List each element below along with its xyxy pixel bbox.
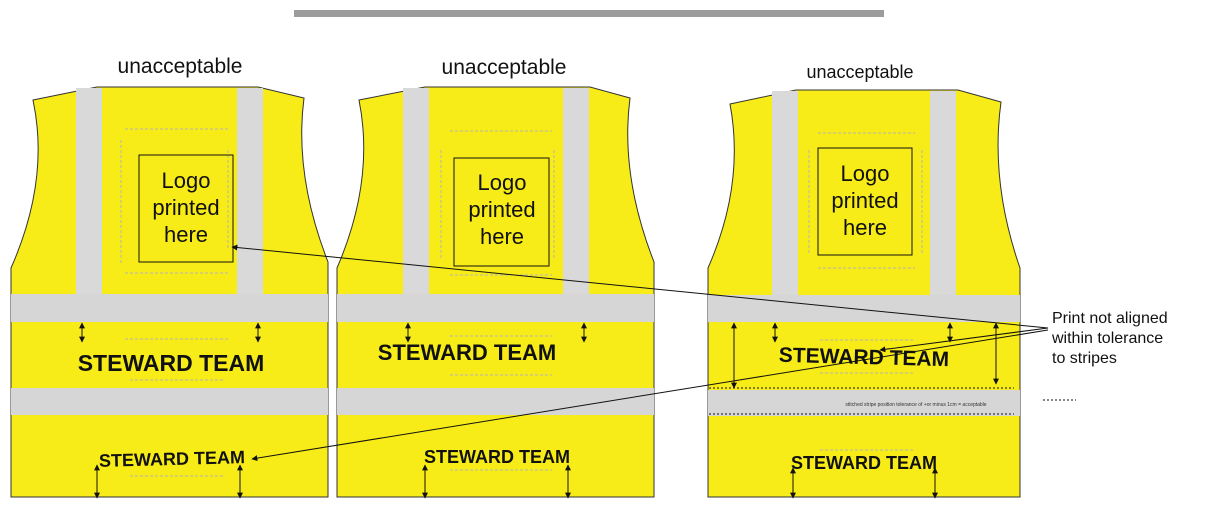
callout-line-1: Print not aligned [1052, 310, 1168, 327]
vest-2-upper-horizontal-stripe [337, 294, 654, 322]
callout-line-3: to stripes [1052, 350, 1117, 367]
vest-3-left-vertical-stripe [772, 91, 798, 296]
vest-1-chest-print: STEWARD TEAM [78, 350, 265, 376]
top-divider-bar [294, 10, 884, 17]
vest-1: Logo printed here STEWARD TEAM STEWARD T… [10, 86, 329, 499]
vest-1-body [10, 86, 329, 498]
vest-3-bottom-print: STEWARD TEAM [791, 453, 937, 473]
vest-3-title: unacceptable [806, 62, 914, 82]
vest-3-measure-arrows [731, 322, 999, 499]
misalignment-callout: Print not aligned within tolerance to st… [1052, 309, 1217, 369]
vest-3-right-vertical-stripe [930, 91, 956, 296]
vest-1-left-vertical-stripe [76, 88, 102, 295]
vest-3-lower-horizontal-stripe [708, 390, 1020, 416]
vest-1-logo-line-3: here [164, 222, 208, 247]
vest-1-upper-horizontal-stripe [11, 294, 328, 322]
vest-1-lower-horizontal-stripe [11, 388, 328, 415]
vest-2: Logo printed here STEWARD TEAM STEWARD T… [336, 86, 655, 499]
vest-2-bottom-print: STEWARD TEAM [424, 447, 570, 467]
vest-2-chest-print: STEWARD TEAM [378, 340, 556, 365]
vest-2-right-vertical-stripe [563, 88, 589, 295]
vest-2-lower-horizontal-stripe [337, 388, 654, 415]
vest-3-logo-line-2: printed [831, 188, 898, 213]
vest-2-logo-line-2: printed [468, 197, 535, 222]
vest-2-body [336, 86, 655, 498]
vest-3-tolerance-note: stitched stripe position tolerance of +o… [845, 402, 986, 408]
vest-3-chest-print: STEWARD TEAM [779, 344, 950, 371]
vest-2-left-vertical-stripe [403, 88, 429, 295]
vest-2-measure-arrows [405, 322, 587, 499]
vest-3-body [707, 89, 1021, 498]
vest-2-title: unacceptable [441, 56, 567, 79]
vest-1-bottom-print: STEWARD TEAM [99, 447, 245, 471]
vest-1-logo-box [138, 154, 234, 263]
vest-3-logo-box [817, 147, 913, 256]
vest-3-logo-line-1: Logo [841, 161, 890, 186]
vest-2-logo-line-1: Logo [478, 170, 527, 195]
vest-1-logo-line-1: Logo [162, 168, 211, 193]
vest-3: stitched stripe position tolerance of +o… [707, 89, 1076, 499]
vest-3-logo-line-3: here [843, 215, 887, 240]
vest-2-logo-box [453, 157, 550, 267]
vest-1-right-vertical-stripe [237, 88, 263, 295]
vest-3-tolerance-lines [709, 387, 1076, 415]
callout-leader-lines [231, 244, 1049, 462]
vest-1-title: unacceptable [117, 55, 243, 78]
vest-1-measure-arrows [79, 322, 261, 499]
vest-1-logo-line-2: printed [152, 195, 219, 220]
vest-2-logo-line-3: here [480, 224, 524, 249]
callout-line-2: within tolerance [1052, 330, 1164, 347]
